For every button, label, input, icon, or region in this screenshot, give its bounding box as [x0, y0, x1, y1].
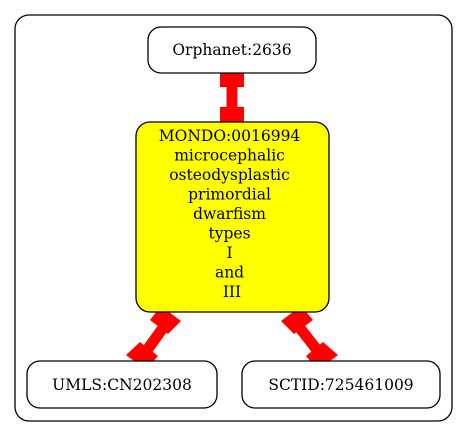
node-orphanet[interactable]: Orphanet:2636 [147, 26, 317, 74]
mondo-line-name-7: and [215, 264, 244, 282]
edge-orphanet-mondo [220, 68, 244, 126]
mondo-line-name-6: I [226, 244, 232, 262]
node-sctid[interactable]: SCTID:725461009 [241, 360, 441, 409]
mondo-line-name-5: types [209, 225, 251, 243]
mondo-line-name-4: dwarfism [193, 205, 266, 223]
node-mondo-label: MONDO:0016994 microcephalic osteodysplas… [159, 127, 305, 301]
node-mondo[interactable]: MONDO:0016994 microcephalic osteodysplas… [135, 121, 330, 313]
node-umls[interactable]: UMLS:CN202308 [26, 360, 218, 409]
node-sctid-label: SCTID:725461009 [268, 376, 413, 394]
mondo-line-name-2: osteodysplastic [169, 166, 290, 184]
cluster-frame [14, 14, 453, 422]
node-orphanet-label: Orphanet:2636 [172, 41, 291, 59]
mondo-line-name-1: microcephalic [174, 147, 285, 165]
mondo-line-name-3: primordial [188, 186, 271, 204]
node-umls-label: UMLS:CN202308 [52, 376, 192, 394]
mondo-line-name-8: III [223, 283, 241, 301]
mondo-line-id: MONDO:0016994 [159, 127, 301, 145]
